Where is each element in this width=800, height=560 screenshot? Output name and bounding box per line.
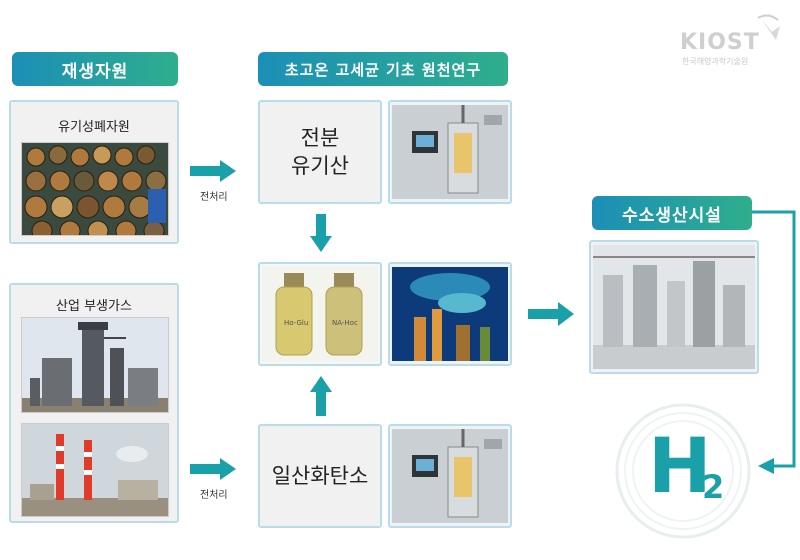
research-header: 초고온 고세균 기초 원천연구 xyxy=(258,52,508,86)
pretreat-arrow-bottom xyxy=(190,458,236,480)
steel-plant-illustration xyxy=(22,318,168,412)
starch-label: 전분 xyxy=(300,126,340,150)
industrial-gas-panel: 산업 부생가스 xyxy=(9,283,179,523)
right-arrow-facility xyxy=(528,302,574,326)
power-plant-photo xyxy=(21,423,169,517)
organic-waste-label: 유기성폐자원 xyxy=(58,120,130,135)
bottle-label-right: NA-Hoc xyxy=(332,319,358,327)
organic-acid-label: 유기산 xyxy=(291,154,349,178)
h2-symbol: H 2 xyxy=(612,400,754,542)
reactor-illustration-top xyxy=(392,105,508,199)
waste-bins-illustration xyxy=(22,143,168,235)
renewable-header: 재생자원 xyxy=(12,52,178,86)
h2-subscript: 2 xyxy=(702,468,725,506)
steel-plant-photo xyxy=(21,317,169,413)
pretreat-label-bottom: 전처리 xyxy=(200,490,228,501)
logo-text: KIOST xyxy=(680,30,760,55)
bottles-illustration xyxy=(262,267,378,361)
kiost-logo: KIOST 한국해양과학기술원 xyxy=(680,14,790,69)
reactor-photo-bottom-panel xyxy=(388,424,512,528)
bottles-photo-panel: Ho-Glu NA-Hoc xyxy=(258,262,382,366)
carbon-monoxide-box: 일산화탄소 xyxy=(258,424,382,528)
vent-illustration xyxy=(392,267,508,361)
chimneys-illustration xyxy=(22,424,168,516)
down-arrow xyxy=(310,214,332,252)
starch-organic-acid-box: 전분 유기산 xyxy=(258,100,382,204)
facility-to-h2-connector xyxy=(752,210,796,474)
facility-illustration xyxy=(593,245,755,369)
industrial-gas-label: 산업 부생가스 xyxy=(56,299,132,314)
reactor-photo-top-panel xyxy=(388,100,512,204)
carbon-monoxide-label: 일산화탄소 xyxy=(271,464,369,488)
reactor-illustration-bottom xyxy=(392,429,508,523)
facility-header: 수소생산시설 xyxy=(592,196,752,230)
h2-letter: H xyxy=(648,421,712,510)
up-arrow xyxy=(310,376,332,416)
h2-rings xyxy=(615,403,751,539)
pretreat-label-top: 전처리 xyxy=(200,192,228,203)
facility-photo-panel xyxy=(589,240,759,374)
kiost-logo-mark xyxy=(757,14,780,40)
organic-waste-photo xyxy=(21,142,169,236)
organic-waste-panel: 유기성폐자원 xyxy=(9,100,179,244)
hydrothermal-vent-panel xyxy=(388,262,512,366)
bottle-label-left: Ho-Glu xyxy=(284,319,309,327)
pretreat-arrow-top xyxy=(190,160,236,182)
logo-subtitle: 한국해양과학기술원 xyxy=(682,57,749,66)
